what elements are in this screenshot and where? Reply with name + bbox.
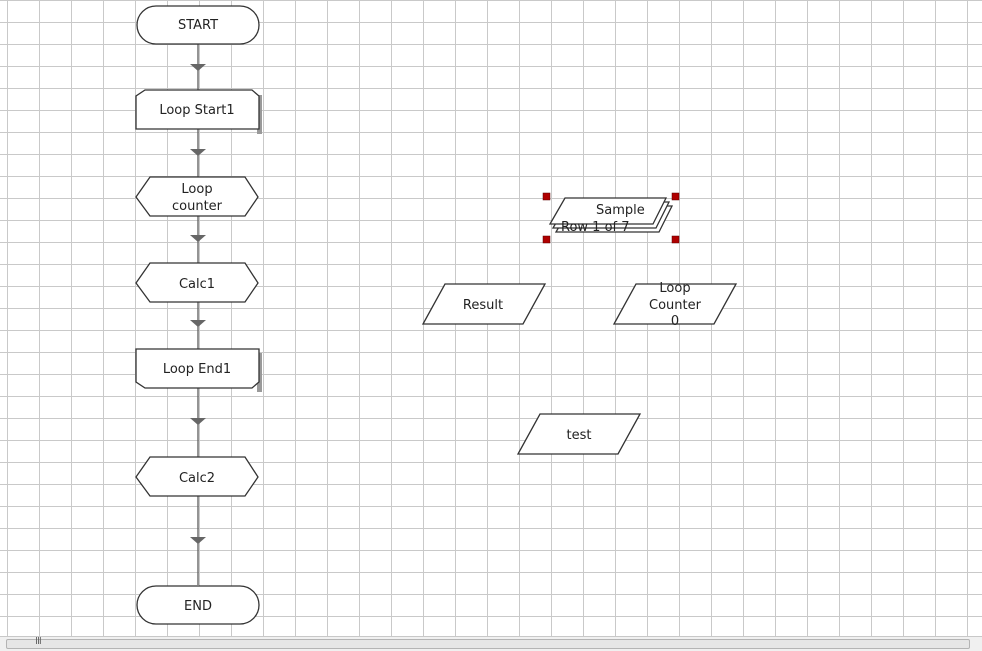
sample-label-line2: Row 1 of 7 [561,220,630,235]
loop-counter-variable-block[interactable]: Loop Counter 0 [612,281,738,329]
loop-end-block[interactable]: Loop End1 [135,348,262,392]
loop-counter-label-line1: Loop [181,182,212,197]
sample-label-line1: Sample [596,203,645,218]
loop-counter-block[interactable]: Loop counter [135,176,259,217]
start-terminal[interactable]: START [136,5,260,45]
loop-counter-var-line2: Counter [649,298,702,313]
arrow-down-icon [190,235,206,242]
test-label: test [567,428,592,443]
selection-handle[interactable] [542,192,551,201]
sample-variable-block[interactable]: Sample Row 1 of 7 [542,192,680,244]
loop-counter-var-value: 0 [671,314,679,329]
selection-handle[interactable] [671,235,680,244]
calc2-block[interactable]: Calc2 [135,456,259,497]
selection-handle[interactable] [542,235,551,244]
arrow-down-icon [190,64,206,71]
result-label: Result [463,298,503,313]
result-variable-block[interactable]: Result [421,283,547,325]
end-terminal[interactable]: END [136,585,260,625]
selection-handle[interactable] [671,192,680,201]
loop-counter-label-line2: counter [172,199,223,214]
loop-start-block[interactable]: Loop Start1 [135,89,262,134]
loop-end-label: Loop End1 [163,362,231,377]
flowchart-diagram: START Loop Start1 Loop counter Calc1 Loo… [135,5,738,625]
start-label: START [178,18,218,33]
test-variable-block[interactable]: test [516,413,642,455]
end-label: END [184,599,212,614]
loop-counter-var-line1: Loop [659,281,690,296]
arrow-down-icon [190,537,206,544]
arrow-down-icon [190,320,206,327]
calc1-block[interactable]: Calc1 [135,262,259,303]
loop-start-label: Loop Start1 [159,103,234,118]
arrow-down-icon [190,149,206,156]
arrow-down-icon [190,418,206,425]
scrollbar-thumb[interactable]: III [6,636,970,649]
scrollbar-grip: III [35,636,42,647]
calc2-label: Calc2 [179,471,215,486]
horizontal-scrollbar[interactable]: III [0,636,982,651]
calc1-label: Calc1 [179,277,215,292]
flowchart-canvas[interactable]: START Loop Start1 Loop counter Calc1 Loo… [0,0,982,636]
